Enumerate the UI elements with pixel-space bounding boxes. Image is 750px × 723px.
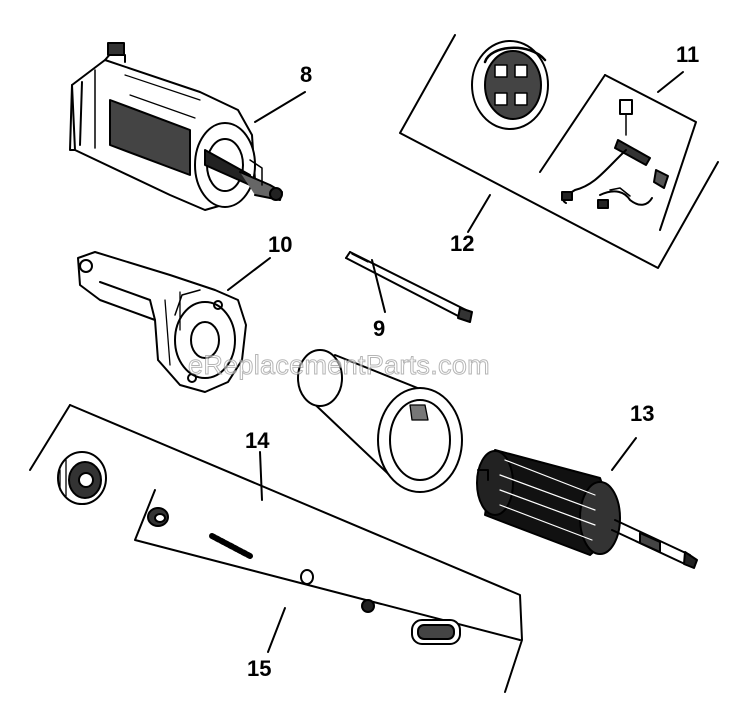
part-11-brush-kit — [539, 74, 697, 231]
leader-9 — [371, 259, 386, 313]
part-10-end-bracket — [77, 251, 247, 393]
watermark-text: eReplacementParts.com — [188, 350, 491, 381]
callout-9: 9 — [373, 316, 386, 341]
part-14-drive-kit — [29, 404, 523, 693]
callout-14: 14 — [245, 428, 270, 453]
part-frame-housing — [297, 349, 463, 493]
callout-10: 10 — [268, 232, 293, 257]
leader-11 — [657, 71, 684, 93]
leader-14 — [259, 451, 263, 501]
leader-12 — [467, 194, 491, 233]
leader-8 — [254, 91, 306, 123]
leader-15 — [267, 607, 286, 653]
part-12-end-cap — [399, 34, 719, 269]
leader-10 — [227, 257, 271, 291]
part-9-through-bolt — [345, 251, 473, 323]
callout-11: 11 — [676, 42, 700, 67]
part-8-starter-motor — [69, 42, 283, 211]
leader-13 — [611, 437, 637, 471]
callout-13: 13 — [630, 401, 655, 426]
callout-12: 12 — [450, 231, 475, 256]
callout-8: 8 — [300, 62, 313, 87]
callout-15: 15 — [247, 656, 272, 681]
part-13-armature — [476, 449, 698, 569]
